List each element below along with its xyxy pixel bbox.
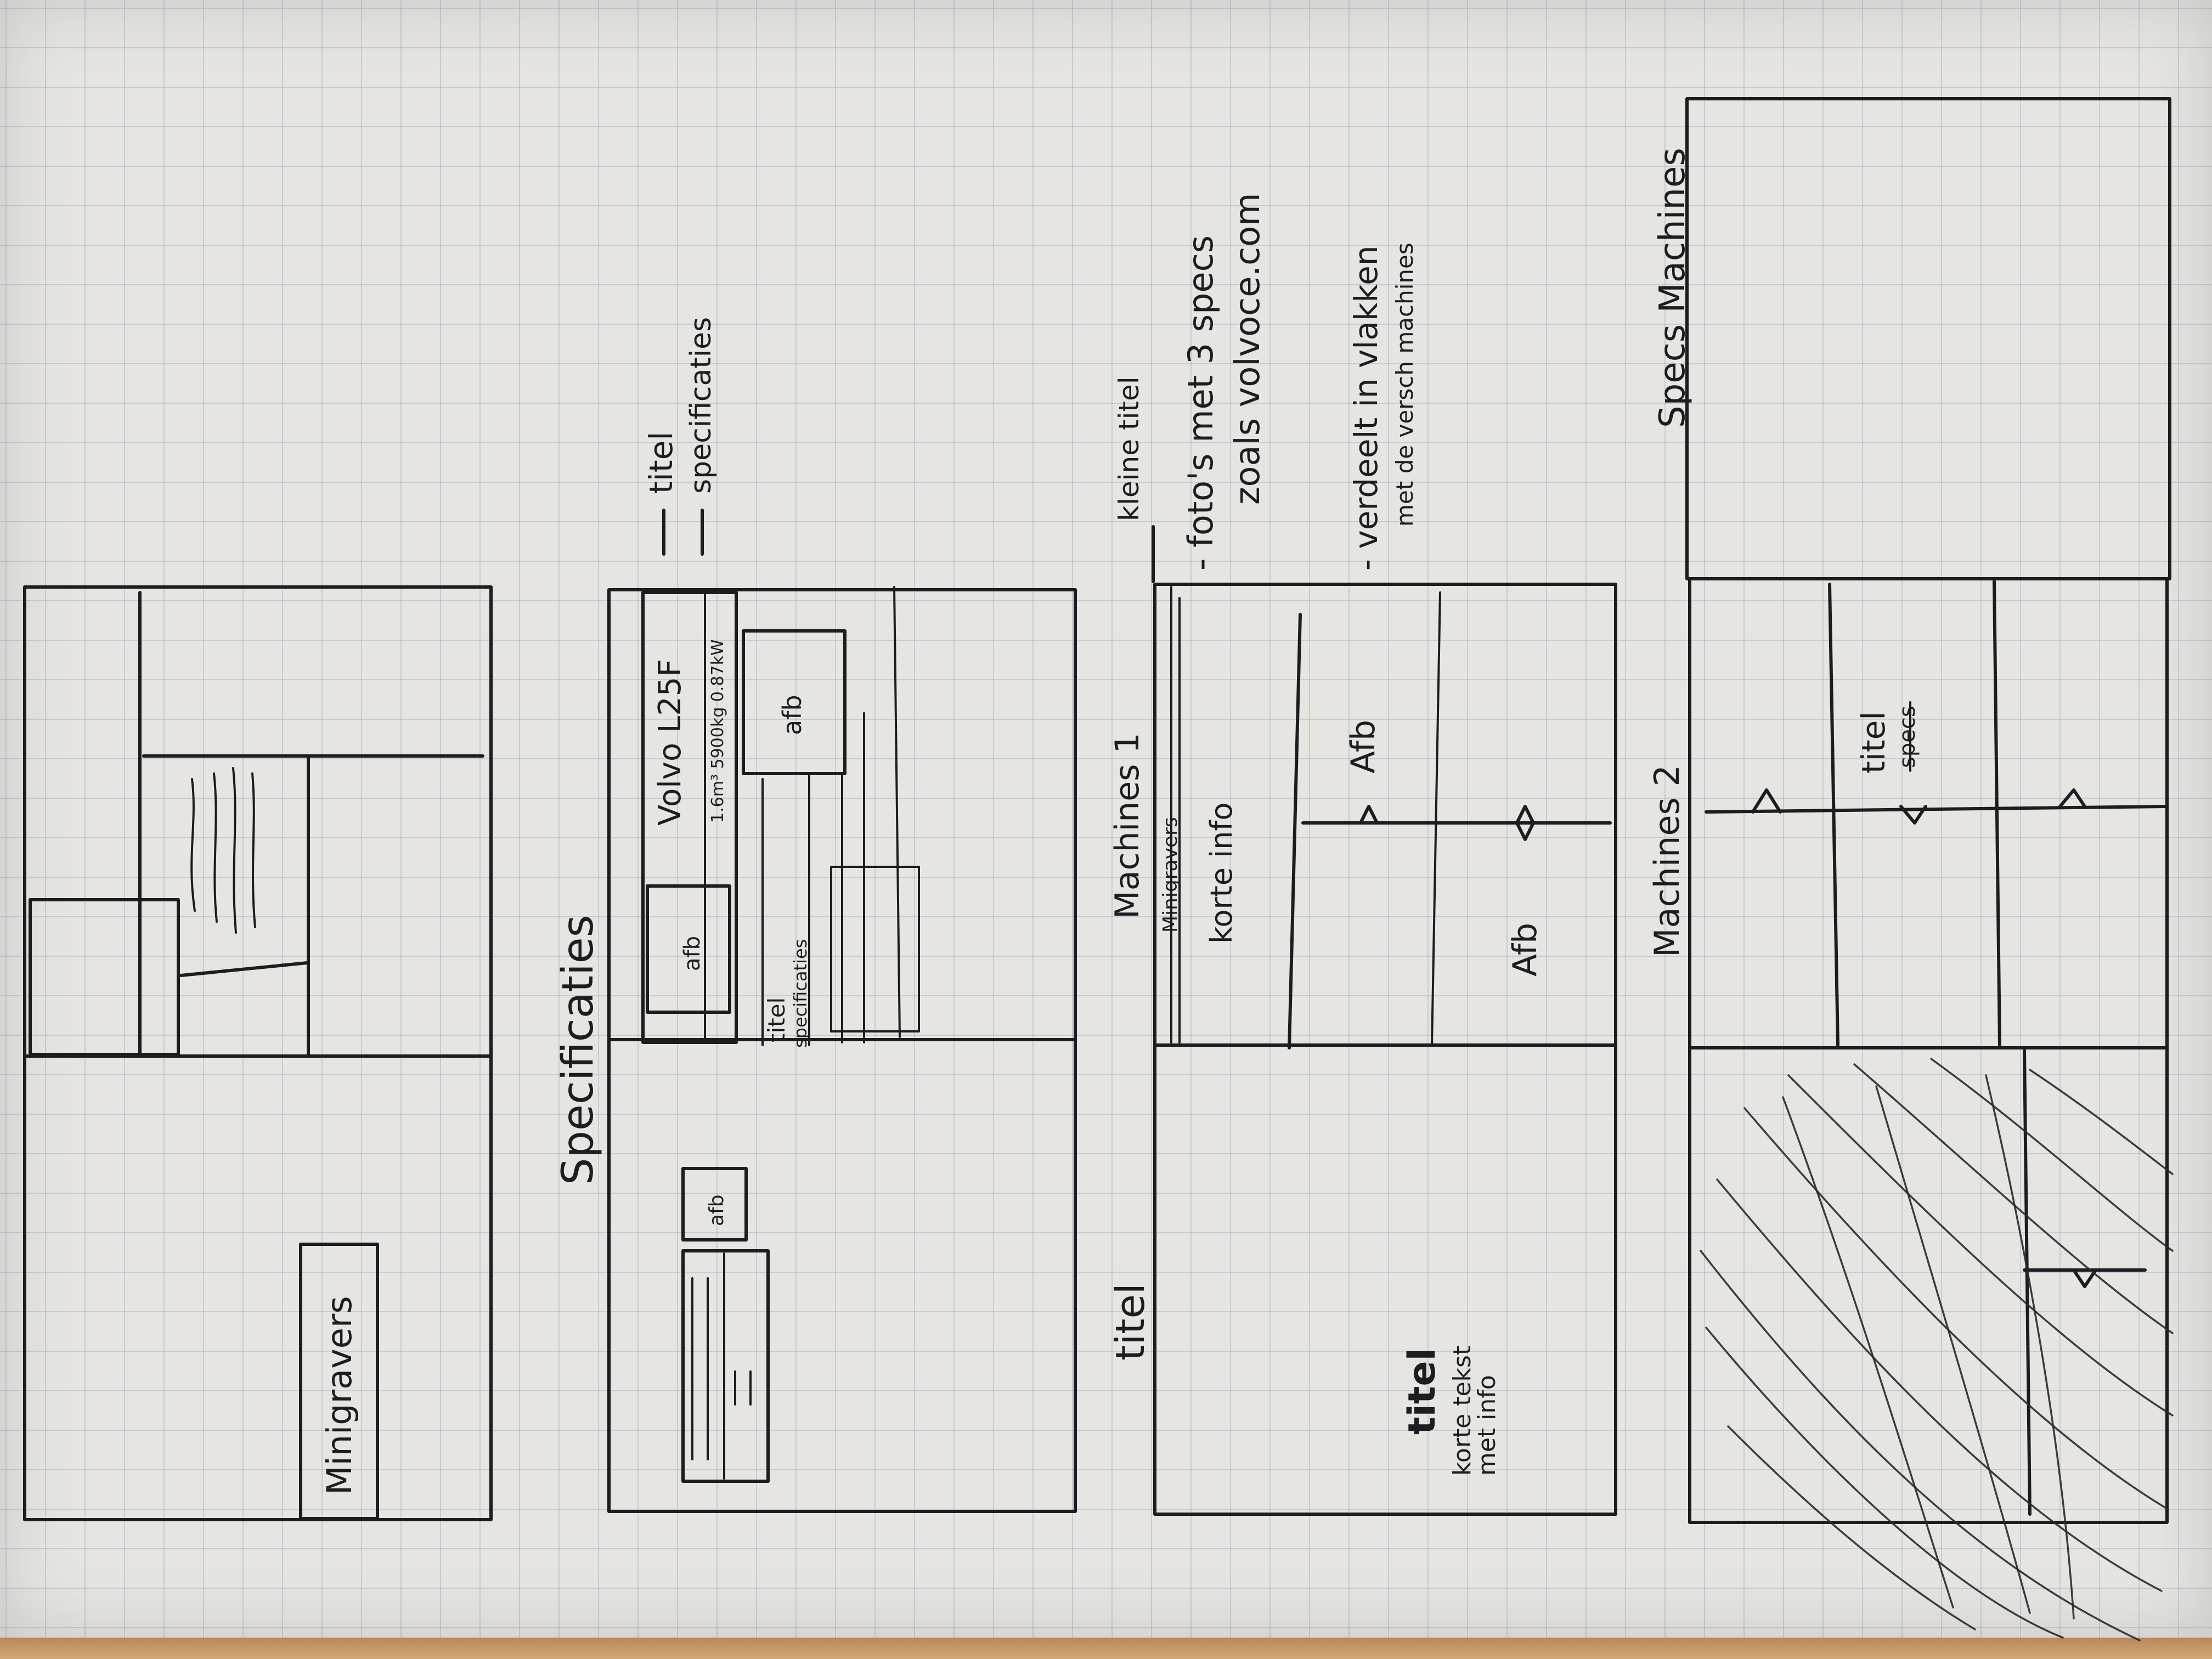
titel-heading: titel [1107,1283,1153,1361]
product-specs: 1.6m³ 5900kg 0.87kW [708,639,727,823]
sketch-minigravers: Minigravers [23,585,493,1521]
annotation-title: titel [642,432,680,494]
specs-machines-heading: Specs Machines [1652,148,1693,428]
footer-title: titel [1401,1348,1444,1435]
sub-title: titel [763,997,790,1042]
sketch-machines-1: Machines 1 Minigravers korte info Afb Af… [1107,193,1617,1516]
machines1-heading: Machines 1 [1108,732,1147,919]
note-fotos-line1: - foto's met 3 specs [1181,235,1221,571]
scribble-crossed-out [1700,1058,2174,1641]
sketch-machines-2: Machines 2 titel specs Spe [1647,97,2174,1641]
sketch-specificaties: Specificaties Volvo L25F 1.6m³ 5900kg 0.… [554,317,1077,1513]
minigravers-label: Minigravers [319,1296,359,1495]
specificaties-heading: Specificaties [554,915,603,1185]
image-big-label: afb [777,695,807,735]
note-fotos-line2: zoals volvoce.com [1227,193,1267,505]
footer-text-1: korte tekst [1448,1346,1476,1476]
card-title: titel [1855,712,1892,774]
footer-text-2: met info [1473,1375,1501,1476]
text-lines-placeholder [190,767,256,934]
note-verdeelt-line1: - verdeelt in vlakken [1347,245,1385,571]
spec-bullets [691,1277,752,1460]
image-top-label: Afb [1344,720,1383,774]
image-spec-label: afb [706,1194,728,1226]
machines2-heading: Machines 2 [1647,765,1687,957]
wooden-table-edge [0,1638,2212,1659]
product-title: Volvo L25F [652,659,688,826]
card-struck: specs [1895,706,1920,768]
note-verdeelt-line2: met de versch machines [1391,242,1418,527]
annotation-specs: specificaties [685,317,718,494]
image-left-label: afb [680,936,705,971]
note-kleine-titel: kleine titel [1113,376,1145,521]
category-label: Minigravers [1159,817,1182,933]
image-bottom-label: Afb [1506,923,1544,977]
short-info: korte info [1204,803,1239,944]
sub-specs: specificaties [790,939,811,1048]
